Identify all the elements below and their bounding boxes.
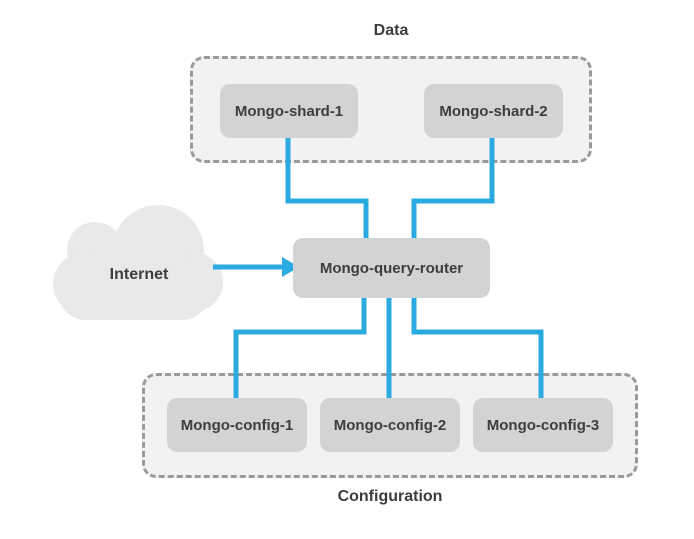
data-group-label: Data bbox=[373, 22, 409, 39]
node-mongo-config-2: Mongo-config-2 bbox=[320, 398, 460, 452]
node-mongo-config-1: Mongo-config-1 bbox=[167, 398, 307, 452]
configuration-group-label: Configuration bbox=[337, 488, 443, 505]
node-mongo-shard-2: Mongo-shard-2 bbox=[424, 84, 563, 138]
internet-cloud-icon bbox=[53, 205, 223, 320]
node-mongo-config-3: Mongo-config-3 bbox=[473, 398, 613, 452]
node-mongo-shard-1: Mongo-shard-1 bbox=[220, 84, 358, 138]
node-mongo-query-router: Mongo-query-router bbox=[293, 238, 490, 298]
internet-label: Internet bbox=[109, 266, 169, 283]
